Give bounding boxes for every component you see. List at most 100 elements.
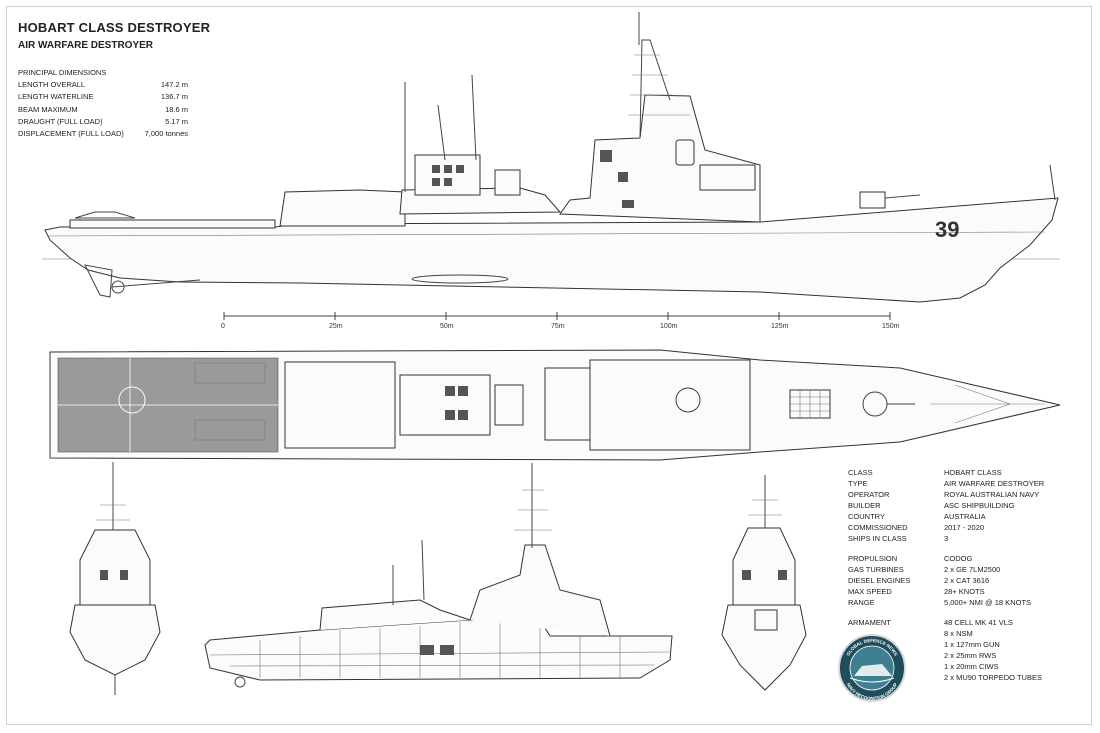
dimension-row: LENGTH WATERLINE 136.7 m xyxy=(18,91,188,103)
spec-label: TYPE xyxy=(848,479,868,488)
spec-row: COUNTRY AUSTRALIA xyxy=(848,511,1044,522)
hangar-roof xyxy=(284,361,396,449)
spec-row: BUILDER ASC SHIPBUILDING xyxy=(848,500,1044,511)
spec-label: CLASS xyxy=(848,468,873,477)
spec-row: 1 x 20mm CIWS xyxy=(848,661,1044,672)
dimension-value: 18.6 m xyxy=(165,104,188,114)
spec-label: OPERATOR xyxy=(848,490,890,499)
forward-superstructure-plan xyxy=(589,359,751,451)
spec-label: MAX SPEED xyxy=(848,587,892,596)
scale-tick: 125m xyxy=(771,323,789,330)
spec-value: 3 xyxy=(944,534,949,543)
spec-row: TYPE AIR WARFARE DESTROYER xyxy=(848,478,1044,489)
aft-whip-antenna xyxy=(471,74,477,161)
page-title: HOBART CLASS DESTROYER xyxy=(18,20,211,35)
bow-gun-front xyxy=(754,609,778,631)
aft-antenna xyxy=(437,104,446,161)
spec-value: 28+ KNOTS xyxy=(944,587,985,596)
hull-number: 39 xyxy=(935,217,959,242)
scale-tick: 0 xyxy=(221,323,225,330)
spec-value: HOBART CLASS xyxy=(944,468,1002,477)
armament-item: 8 x NSM xyxy=(944,629,973,638)
dimension-label: DISPLACEMENT (FULL LOAD) xyxy=(18,129,124,139)
armament-item: 2 x MU90 TORPEDO TUBES xyxy=(944,673,1042,682)
spec-row: PROPULSION CODOG xyxy=(848,553,1044,564)
spy-radar-face xyxy=(675,139,695,166)
aft-deckhouse-plan xyxy=(399,374,491,436)
cutaway-propeller xyxy=(234,676,246,688)
gun-barrel xyxy=(884,194,921,199)
dimension-value: 136.7 m xyxy=(160,92,188,102)
specifications-table: CLASS HOBART CLASS TYPE AIR WARFARE DESTRO… xyxy=(848,467,1044,683)
bridge xyxy=(699,164,756,191)
bow-view xyxy=(721,475,807,691)
mast-yards xyxy=(628,54,690,116)
spec-value: CODOG xyxy=(944,554,973,563)
spec-label: RANGE xyxy=(848,598,875,607)
jackstaff xyxy=(1049,164,1056,201)
prop-shaft xyxy=(111,279,201,288)
spec-value: 5,000+ NMI @ 18 KNOTS xyxy=(944,598,1032,607)
dimension-value: 147.2 m xyxy=(160,80,188,90)
spec-label: PROPULSION xyxy=(848,554,898,563)
main-mast xyxy=(639,39,671,139)
stern-hull xyxy=(69,604,161,676)
spec-label: COMMISSIONED xyxy=(848,523,908,532)
mast-base xyxy=(675,387,701,413)
dimension-label: LENGTH WATERLINE xyxy=(18,92,94,102)
helipad-circle xyxy=(118,386,146,414)
aft-deckhouse xyxy=(414,154,481,196)
dimension-row: DRAUGHT (FULL LOAD) 5.17 m xyxy=(18,116,188,128)
helicopter xyxy=(74,211,136,219)
spec-row: 8 x NSM xyxy=(848,628,1044,639)
spec-row: CLASS HOBART CLASS xyxy=(848,467,1044,478)
dimension-label: DRAUGHT (FULL LOAD) xyxy=(18,116,103,126)
main-gun-turret xyxy=(859,191,886,209)
scale-tick: 75m xyxy=(551,323,565,330)
spec-label: BUILDER xyxy=(848,501,881,510)
spec-row: 2 x 25mm RWS xyxy=(848,650,1044,661)
cutaway-superstructure-fwd xyxy=(469,544,611,637)
dimension-row: LENGTH OVERALL 147.2 m xyxy=(18,79,188,91)
poster-frame xyxy=(6,6,1092,725)
navy-recognition-logo: GLOBAL DEFENCE NEWS NAVY RECOGNITION GRO… xyxy=(838,634,906,702)
dimensions-heading: PRINCIPAL DIMENSIONS xyxy=(18,68,107,77)
hangar xyxy=(279,189,406,227)
armament-item: 1 x 20mm CIWS xyxy=(944,662,999,671)
spec-value: AUSTRALIA xyxy=(944,512,986,521)
dimension-row: BEAM MAXIMUM 18.6 m xyxy=(18,104,188,116)
spec-label: COUNTRY xyxy=(848,512,885,521)
sonar-dome xyxy=(411,274,509,284)
scale-tick: 25m xyxy=(329,323,343,330)
spec-value: 2 x GE 7LM2500 xyxy=(944,565,1001,574)
dimension-row: DISPLACEMENT (FULL LOAD)7,000 tonnes xyxy=(18,128,188,140)
bow-superstructure xyxy=(732,527,796,606)
dimension-label: BEAM MAXIMUM xyxy=(18,104,78,114)
cutaway-profile xyxy=(204,463,673,688)
spec-row: 2 x MU90 TORPEDO TUBES xyxy=(848,672,1044,683)
dimension-value: 5.17 m xyxy=(165,116,188,126)
scale-tick: 50m xyxy=(440,323,454,330)
spec-value: 2 x CAT 3616 xyxy=(944,576,990,585)
spec-value: ROYAL AUSTRALIAN NAVY xyxy=(944,490,1040,499)
plan-view xyxy=(49,349,1061,461)
principal-dimensions: PRINCIPAL DIMENSIONS LENGTH OVERALL 147.2… xyxy=(18,67,188,140)
forward-superstructure xyxy=(559,94,761,223)
spec-value: ASC SHIPBUILDING xyxy=(944,501,1015,510)
aft-funnel xyxy=(494,169,521,196)
scale-tick: 150m xyxy=(882,323,900,330)
aft-funnel-plan xyxy=(494,384,524,426)
flight-deck xyxy=(69,219,276,229)
page-subtitle: AIR WARFARE DESTROYER xyxy=(18,40,154,51)
spec-label: GAS TURBINES xyxy=(848,565,904,574)
armament-label: ARMAMENT xyxy=(848,618,891,627)
spec-row: 1 x 127mm GUN xyxy=(848,639,1044,650)
rudder xyxy=(84,264,113,298)
dimension-label: LENGTH OVERALL xyxy=(18,80,86,90)
spec-value: AIR WARFARE DESTROYER xyxy=(944,479,1045,488)
